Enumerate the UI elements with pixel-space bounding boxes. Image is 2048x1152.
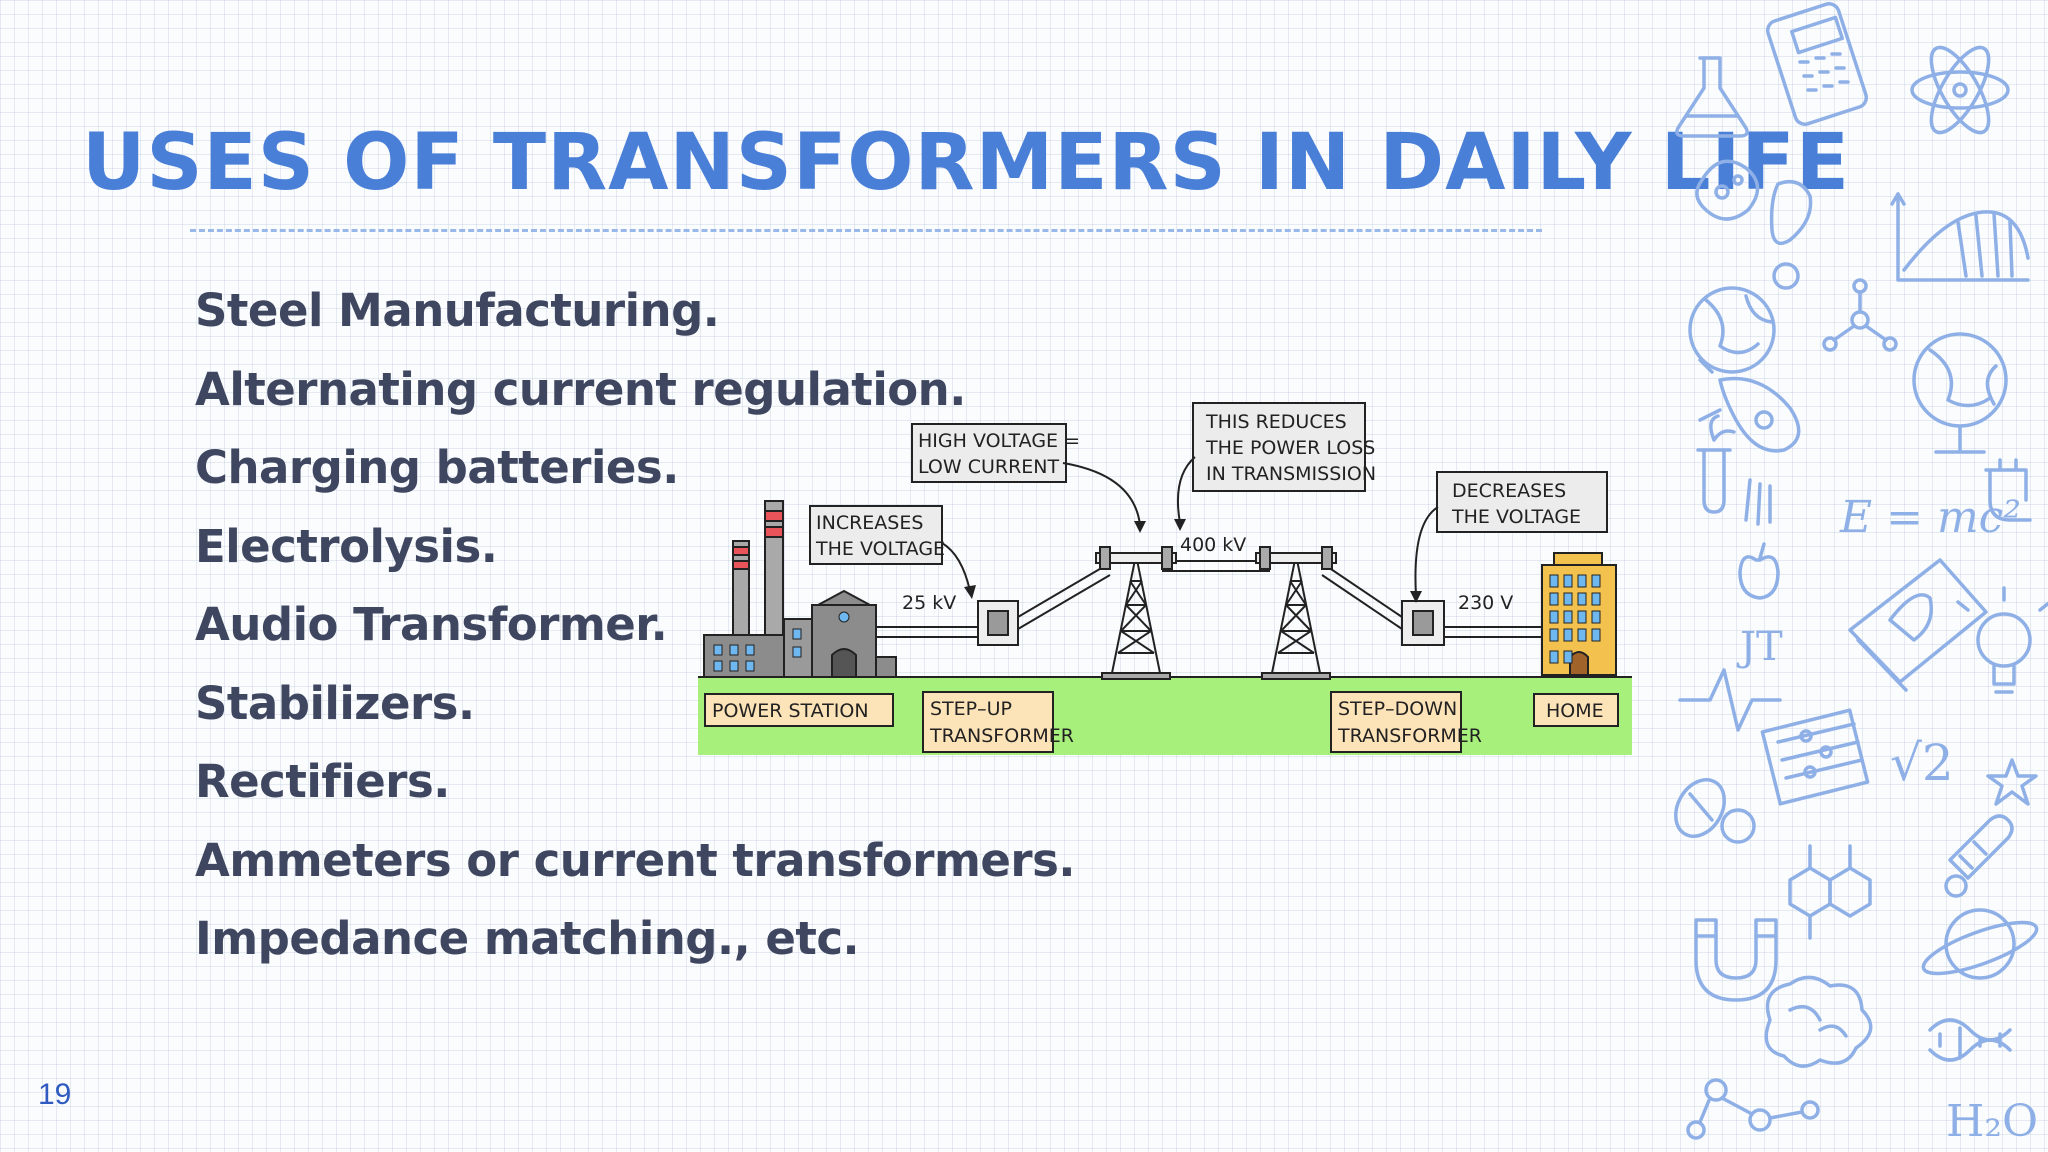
dna-icon [1928,1018,2012,1062]
callout-decreases [1436,471,1608,533]
test-tube-icon [1696,414,1736,514]
h2o-icon: H₂O [1946,1096,2038,1147]
label-home-box [1533,693,1619,727]
slide-title: USES OF TRANSFORMERS IN DAILY LIFE [82,118,1850,208]
label-home: HOME [1546,700,1604,722]
rocket-icon [1698,358,1801,453]
label-power-station: POWER STATION [712,700,869,722]
label-step-down-box [1330,691,1462,753]
apple-icon [1738,478,1780,600]
svg-text:H₂O: H₂O [1946,1096,2038,1147]
sqrt-icon: √2 [1890,734,1954,792]
svg-text:E = mc²: E = mc² [1839,492,2021,543]
callout-reduces-line1: THIS REDUCES [1205,411,1347,433]
graph-icon [1890,192,2030,282]
list-item: Stabilizers. [195,676,475,730]
svg-text:√2: √2 [1890,734,1954,792]
callout-reduces [1192,402,1366,492]
callout-increases-line2: THE VOLTAGE [815,538,945,560]
abacus-icon [1760,708,1870,806]
plug-icon [1984,458,2032,522]
callout-increases-line1: INCREASES [816,512,923,534]
callout-high-voltage-line1: HIGH VOLTAGE = [918,430,1080,452]
bacteria-icon [1695,159,1813,246]
svg-text:JT: JT [1736,624,1783,670]
star-icon [1986,758,2038,806]
heartbeat-icon: JT [1678,624,1783,732]
list-item: Audio Transformer. [195,598,668,651]
list-item: Charging batteries. [195,441,679,494]
list-item: Electrolysis. [195,519,498,573]
callout-high-voltage-line2: LOW CURRENT [918,456,1059,478]
list-item: Rectifiers. [195,755,450,808]
voltage-230v: 230 V [1458,592,1513,614]
globe-icon [1688,262,1800,374]
callout-increases [809,505,943,565]
magnet-icon [1694,918,1778,1002]
book-icon [1848,558,1988,692]
callout-high-voltage [911,423,1067,483]
list-item: Steel Manufacturing. [195,284,720,337]
planet-icon [1921,908,2039,980]
molecule-icon [1686,1078,1820,1140]
globe-icon [1912,332,2008,454]
lightbulb-icon [1956,586,2048,694]
science-doodles: E = mc² JT √2 H₂O [1674,2,2048,1147]
calculator-icon [1765,2,1869,126]
label-step-up-line2: TRANSFORMER [929,725,1074,747]
hexagon-molecule-icon [1788,844,1872,940]
voltage-25kv: 25 kV [902,592,956,614]
step-down-transformer-icon [1401,600,1445,646]
label-step-down-line1: STEP–DOWN [1338,698,1457,720]
list-item: Alternating current regulation. [195,362,966,416]
uses-list: Steel Manufacturing. Alternating current… [195,276,1075,983]
atom-icon [1910,45,2010,135]
step-up-transformer-icon [977,600,1019,646]
pylon-icon [1255,546,1337,680]
callout-reduces-line2: THE POWER LOSS [1205,437,1375,459]
thermometer-icon [1944,814,2014,898]
brain-icon [1764,975,1873,1068]
callout-decreases-line2: THE VOLTAGE [1451,506,1581,528]
page-number: 19 [38,1078,72,1111]
voltage-400kv: 400 kV [1180,534,1246,556]
list-item: Impedance matching., etc. [195,912,860,965]
flask-icon [1675,56,1749,138]
title-divider [190,229,1542,232]
list-item: Ammeters or current transformers. [195,833,1075,887]
molecule-icon [1822,278,1898,352]
formula-icon: E = mc² [1839,492,2021,543]
label-step-up-box [922,691,1054,753]
pill-icon [1674,778,1756,844]
label-step-down-line2: TRANSFORMER [1337,725,1482,747]
pylon-icon [1095,546,1177,680]
callout-reduces-line3: IN TRANSMISSION [1206,463,1376,485]
label-power-station-box [704,693,894,727]
label-step-up-line1: STEP–UP [930,698,1012,720]
callout-decreases-line1: DECREASES [1452,480,1566,502]
transmission-diagram: INCREASES THE VOLTAGE HIGH VOLTAGE = LOW… [698,402,1632,755]
